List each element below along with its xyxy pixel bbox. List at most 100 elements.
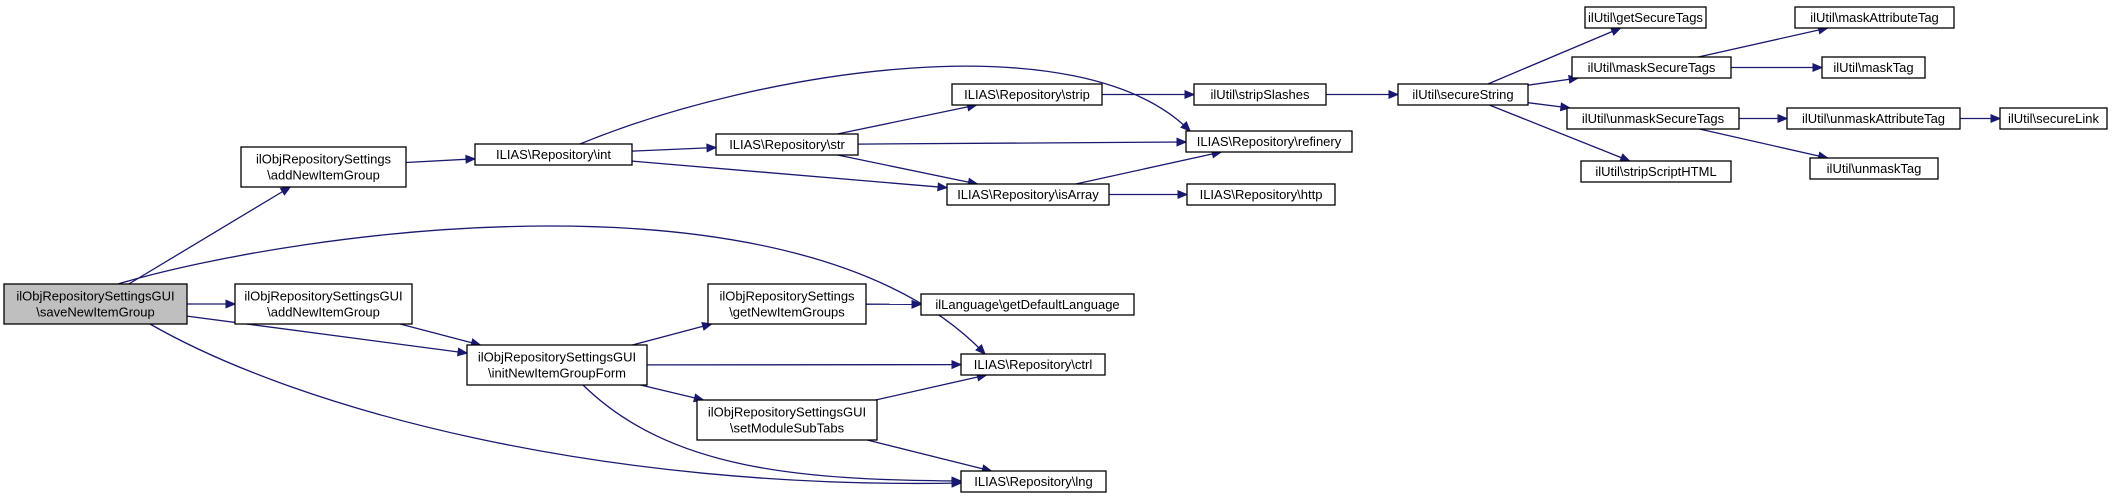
node-getNewItemGroups[interactable]: ilObjRepositorySettings\getNewItemGroups xyxy=(707,283,867,325)
edge-str-to-isArray xyxy=(837,154,978,185)
node-getDefaultLanguage[interactable]: ilLanguage\getDefaultLanguage xyxy=(920,293,1135,316)
node-label: ILIAS\Repository\isArray xyxy=(957,187,1099,202)
node-box xyxy=(1794,6,1955,29)
edge-addNewItemGroup_settings-to-int xyxy=(405,158,476,164)
arrowhead-secureLink xyxy=(1990,113,2002,124)
arrowhead-str xyxy=(706,143,718,153)
node-box xyxy=(240,146,407,188)
node-strip[interactable]: ILIAS\Repository\strip xyxy=(951,83,1103,106)
node-addNewItemGroup_gui[interactable]: ilObjRepositorySettingsGUI\addNewItemGro… xyxy=(234,283,413,325)
arrowhead-refinery xyxy=(1180,121,1191,132)
edge-int-to-str xyxy=(631,146,717,152)
node-getSecureTags[interactable]: ilUtil\getSecureTags xyxy=(1584,6,1707,29)
arrowhead-addNewItemGroup_gui xyxy=(225,299,237,309)
node-box xyxy=(1999,107,2108,130)
edge-str-to-refinery xyxy=(857,141,1187,145)
node-box xyxy=(1786,107,1961,130)
node-label: ilUtil\stripSlashes xyxy=(1211,87,1310,102)
node-stripSlashes[interactable]: ilUtil\stripSlashes xyxy=(1193,83,1327,106)
node-label: ilLanguage\getDefaultLanguage xyxy=(935,297,1119,312)
node-box xyxy=(1571,56,1732,79)
node-unmaskTag[interactable]: ilUtil\unmaskTag xyxy=(1809,157,1939,180)
node-lng[interactable]: ILIAS\Repository\lng xyxy=(960,470,1107,493)
node-refinery[interactable]: ILIAS\Repository\refinery xyxy=(1185,130,1353,153)
node-label: ILIAS\Repository\http xyxy=(1200,187,1323,202)
node-unmaskSecureTags[interactable]: ilUtil\unmaskSecureTags xyxy=(1566,107,1740,130)
node-label: ILIAS\Repository\ctrl xyxy=(974,357,1093,372)
node-box xyxy=(1186,183,1336,206)
node-box xyxy=(3,283,188,325)
node-label: ilObjRepositorySettingsGUI xyxy=(244,289,402,304)
node-label: ilUtil\unmaskSecureTags xyxy=(1582,111,1725,126)
arrowhead-maskTag xyxy=(1812,62,1824,73)
node-maskSecureTags[interactable]: ilUtil\maskSecureTags xyxy=(1571,56,1732,79)
node-int[interactable]: ILIAS\Repository\int xyxy=(474,143,633,166)
arrowhead-stripSlashes xyxy=(1184,89,1196,100)
node-label: \setModuleSubTabs xyxy=(730,421,845,436)
node-label: \saveNewItemGroup xyxy=(36,305,155,320)
arrowhead-unmaskAttributeTag xyxy=(1777,113,1789,124)
node-label: ilObjRepositorySettings xyxy=(719,289,855,304)
node-label: ilObjRepositorySettings xyxy=(256,152,392,167)
edge-secureString-to-getSecureTags xyxy=(1487,27,1621,85)
node-http[interactable]: ILIAS\Repository\http xyxy=(1186,183,1336,206)
node-label: ilUtil\unmaskTag xyxy=(1827,161,1922,176)
node-isArray[interactable]: ILIAS\Repository\isArray xyxy=(946,183,1110,206)
node-secureLink[interactable]: ilUtil\secureLink xyxy=(1999,107,2108,130)
arrowhead-http xyxy=(1177,189,1189,200)
arrowhead-getDefaultLanguage xyxy=(911,299,923,309)
node-label: ilUtil\secureLink xyxy=(2008,111,2100,126)
node-box xyxy=(960,470,1107,493)
arrowhead-addNewItemGroup_settings xyxy=(279,186,292,196)
node-unmaskAttributeTag[interactable]: ilUtil\unmaskAttributeTag xyxy=(1786,107,1961,130)
node-box xyxy=(1185,130,1353,153)
arrowhead-stripScriptHTML xyxy=(1619,153,1631,162)
node-saveNewItemGroup[interactable]: ilObjRepositorySettingsGUI\saveNewItemGr… xyxy=(3,283,188,325)
node-box xyxy=(951,83,1103,106)
node-label: ilUtil\getSecureTags xyxy=(1588,10,1703,25)
edge-str-to-strip xyxy=(837,104,977,135)
node-label: ILIAS\Repository\refinery xyxy=(1197,134,1342,149)
node-box xyxy=(1580,160,1732,183)
node-box xyxy=(696,399,878,441)
node-box xyxy=(715,133,859,156)
edge-addNewItemGroup_gui-to-initNewItemGroupForm xyxy=(399,323,481,346)
edge-saveNewItemGroup-to-lng xyxy=(149,323,962,485)
node-label: ilUtil\maskSecureTags xyxy=(1588,60,1716,75)
node-label: ILIAS\Repository\int xyxy=(496,147,611,162)
edge-initNewItemGroupForm-to-setModuleSubTabs xyxy=(640,384,704,401)
node-label: ilObjRepositorySettingsGUI xyxy=(708,405,866,420)
node-str[interactable]: ILIAS\Repository\str xyxy=(715,133,859,156)
node-label: \getNewItemGroups xyxy=(729,305,845,320)
node-ctrl[interactable]: ILIAS\Repository\ctrl xyxy=(960,353,1106,376)
node-label: ilUtil\maskAttributeTag xyxy=(1810,10,1939,25)
edges-layer xyxy=(117,25,2002,488)
edge-saveNewItemGroup-to-ctrl xyxy=(117,225,986,355)
node-box xyxy=(1821,56,1926,79)
node-box xyxy=(474,143,633,166)
node-initNewItemGroupForm[interactable]: ilObjRepositorySettingsGUI\initNewItemGr… xyxy=(466,344,648,386)
node-label: ILIAS\Repository\lng xyxy=(974,474,1093,489)
node-label: \addNewItemGroup xyxy=(267,168,380,183)
node-label: ilUtil\maskTag xyxy=(1833,60,1913,75)
node-box xyxy=(920,293,1135,316)
node-stripScriptHTML[interactable]: ilUtil\stripScriptHTML xyxy=(1580,160,1732,183)
node-box xyxy=(707,283,867,325)
edge-isArray-to-refinery xyxy=(1075,151,1222,185)
node-secureString[interactable]: ilUtil\secureString xyxy=(1397,83,1529,106)
node-maskAttributeTag[interactable]: ilUtil\maskAttributeTag xyxy=(1794,6,1955,29)
node-label: ilUtil\stripScriptHTML xyxy=(1595,164,1716,179)
node-label: \initNewItemGroupForm xyxy=(488,366,626,381)
node-setModuleSubTabs[interactable]: ilObjRepositorySettingsGUI\setModuleSubT… xyxy=(696,399,878,441)
edge-int-to-refinery xyxy=(579,65,1191,145)
node-label: ilObjRepositorySettingsGUI xyxy=(16,289,174,304)
node-box xyxy=(946,183,1110,206)
edge-int-to-isArray xyxy=(631,160,948,189)
arrowhead-refinery xyxy=(1176,137,1188,147)
edge-saveNewItemGroup-to-initNewItemGroupForm xyxy=(186,315,468,354)
node-addNewItemGroup_settings[interactable]: ilObjRepositorySettings\addNewItemGroup xyxy=(240,146,407,188)
node-box xyxy=(1566,107,1740,130)
arrowhead-ctrl xyxy=(951,360,963,370)
node-maskTag[interactable]: ilUtil\maskTag xyxy=(1821,56,1926,79)
